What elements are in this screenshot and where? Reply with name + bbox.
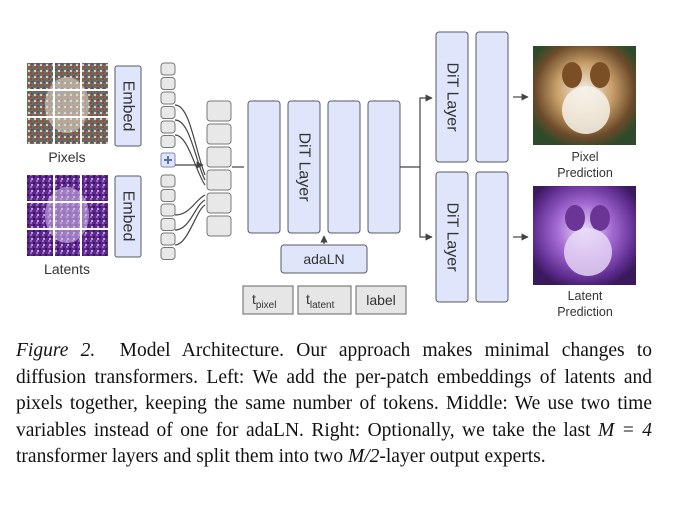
trunk-layer-4 (367, 100, 401, 234)
pixel-token-column (160, 62, 176, 148)
svg-text:tlatent: tlatent (306, 291, 335, 311)
split-arrow-bottom (419, 167, 433, 241)
merged-token (206, 215, 232, 237)
latent-prediction-label-line2: Prediction (557, 305, 613, 319)
trunk-dit-stack: DiT Layer (247, 100, 401, 234)
condition-t-pixel: tpixel (242, 285, 294, 315)
figure-caption: Figure 2. Model Architecture. Our approa… (16, 338, 652, 471)
latent-token (160, 174, 176, 188)
merged-token (206, 123, 232, 145)
latent-token (160, 203, 176, 217)
pixels-input-image (27, 63, 108, 144)
pixel-expert-layer-1 (435, 31, 469, 163)
trunk-dit-label: DiT Layer (296, 132, 313, 202)
split-arrow-top (400, 94, 433, 168)
svg-text:tpixel: tpixel (252, 291, 276, 311)
latent-expert-stack: DiT Layer (435, 171, 509, 303)
svg-text:label: label (366, 292, 396, 308)
caption-math-1: M = 4 (597, 419, 653, 441)
pixel-expert-label: DiT Layer (444, 62, 461, 132)
trunk-layer-1 (247, 100, 281, 234)
latent-token (160, 218, 176, 231)
pixel-embed-label: Embed (120, 81, 137, 132)
latent-prediction-image (533, 186, 636, 285)
condition-label: label (355, 285, 407, 315)
latents-label: Latents (44, 261, 90, 277)
pixel-token (160, 106, 176, 119)
merged-token (206, 169, 232, 191)
latent-token (160, 189, 176, 202)
caption-text-1: Model Architecture. Our approach makes m… (16, 340, 652, 441)
merge-curve-bottom (174, 194, 206, 216)
plus-icon (160, 152, 176, 168)
condition-t-latent: tlatent (297, 285, 352, 315)
merged-token (206, 146, 232, 168)
pixel-prediction-label-line1: Pixel (571, 150, 598, 164)
caption-text-3: -layer output experts. (379, 446, 546, 467)
latent-embed-box: Embed (114, 175, 142, 258)
merged-token-column (206, 100, 232, 237)
pixel-token (160, 91, 176, 105)
merge-curve-bottom-3 (174, 204, 206, 246)
latent-expert-label: DiT Layer (444, 202, 461, 272)
merge-curve-bottom-2 (174, 199, 206, 231)
latents-input-image (27, 175, 108, 256)
latent-prediction-label-line1: Latent (568, 289, 603, 303)
trunk-layer-2 (287, 100, 321, 234)
figure-number: Figure 2. (16, 340, 96, 361)
merge-curve-top-3 (174, 134, 206, 186)
latent-token-column (160, 174, 176, 260)
pixels-label: Pixels (48, 149, 85, 165)
pixel-token (160, 77, 176, 90)
pixel-token (160, 62, 176, 76)
adaln-label: adaLN (303, 251, 344, 267)
merged-token (206, 192, 232, 214)
pixel-token (160, 120, 176, 134)
latent-token (160, 247, 176, 260)
pixel-expert-stack: DiT Layer (435, 31, 509, 163)
adaln-box: adaLN (280, 244, 368, 274)
latent-expert-layer-1 (435, 171, 469, 303)
caption-text-2: transformer layers and split them into t… (16, 446, 348, 467)
merged-token (206, 100, 232, 122)
caption-math-2: M/2 (347, 446, 380, 467)
pixel-embed-box: Embed (114, 65, 142, 147)
merge-curve-top-2 (174, 119, 206, 181)
pixel-prediction-image (533, 46, 636, 145)
latent-embed-label: Embed (120, 191, 137, 242)
pixel-token (160, 135, 176, 148)
trunk-layer-3 (327, 100, 361, 234)
latent-token (160, 232, 176, 246)
architecture-diagram: Pixels Latents Embed Embed DiT Layer (27, 31, 636, 319)
latent-expert-layer-2 (475, 171, 509, 303)
pixel-expert-layer-2 (475, 31, 509, 163)
pixel-prediction-label-line2: Prediction (557, 166, 613, 180)
